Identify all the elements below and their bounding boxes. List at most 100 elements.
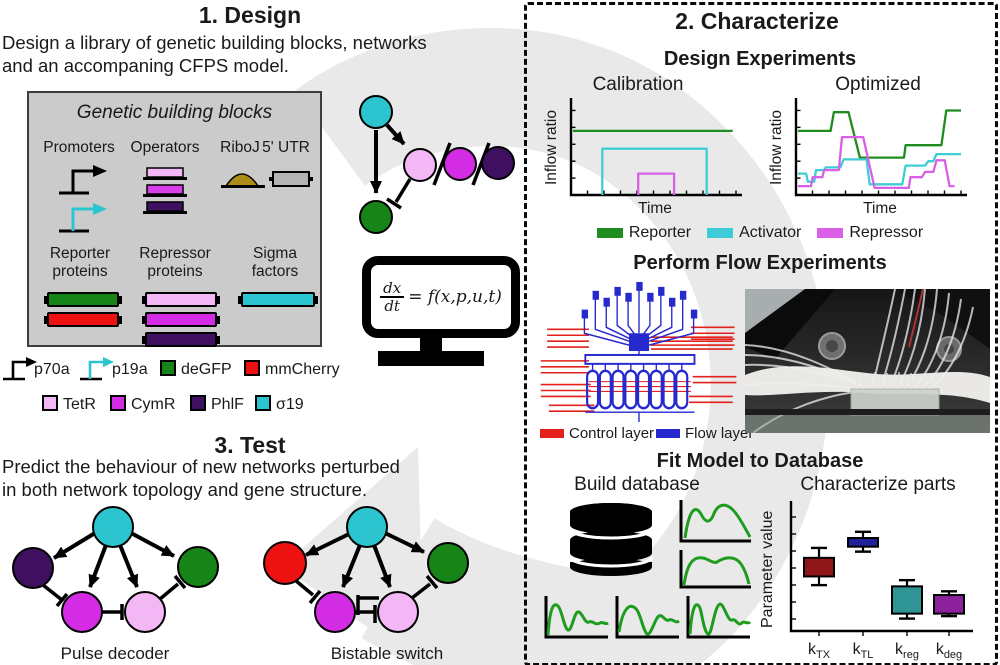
- node-tetr: [377, 591, 419, 633]
- promoters-label: Promoters: [43, 139, 115, 156]
- test-description: Predict the behaviour of new networks pe…: [2, 456, 400, 500]
- legend-label: deGFP: [181, 361, 232, 378]
- tetr-cds-icon: [142, 292, 220, 307]
- designed-network-motif: [359, 95, 515, 234]
- genetic-building-blocks-box: Genetic building blocks Promoters Operat…: [27, 91, 322, 347]
- database-curve-plot: [679, 550, 751, 589]
- sigma-factors-label: Sigma factors: [251, 245, 299, 280]
- monitor-stand: [420, 338, 442, 352]
- promoter-cyan-icon: [80, 357, 114, 381]
- flow-layer-swatch: [656, 429, 680, 438]
- legend-label: Flow layer: [685, 425, 754, 442]
- node-mmcherry: [263, 541, 307, 585]
- node-cymr: [443, 147, 477, 181]
- legend-label: Reporter: [628, 224, 692, 241]
- database-curve-plot: [686, 596, 752, 639]
- operator-icons: [143, 167, 187, 214]
- calibration-title: Calibration: [592, 74, 684, 95]
- ktx-label: kTX: [807, 641, 831, 662]
- microfluidic-chip-diagram: [540, 281, 737, 423]
- calibration-chart: [569, 98, 742, 197]
- legend-label: mmCherry: [265, 361, 340, 378]
- node-cymr: [314, 591, 356, 633]
- legend-label: p19a: [112, 361, 148, 378]
- utr-icon: [269, 171, 313, 187]
- tetr-swatch: [42, 395, 58, 411]
- operators-label: Operators: [130, 139, 200, 156]
- degfp-cds-icon: [44, 292, 122, 307]
- calibration-xlabel: Time: [638, 200, 672, 217]
- bistable-switch-caption: Bistable switch: [330, 644, 444, 663]
- database-curve-plot: [544, 596, 609, 639]
- legend-label: p70a: [34, 361, 70, 378]
- legend-label: PhlF: [211, 396, 244, 413]
- characterize-parts-title: Characterize parts: [800, 474, 956, 495]
- legend-label: TetR: [63, 396, 96, 413]
- reporter-swatch: [596, 228, 623, 238]
- optimized-chart: [794, 98, 967, 197]
- optimized-ylabel: Inflow ratio: [768, 110, 785, 186]
- sigma19-swatch: [255, 395, 271, 411]
- database-curve-plot: [615, 596, 680, 639]
- node-phlf: [481, 146, 515, 180]
- activator-swatch: [707, 228, 734, 238]
- mmcherry-cds-icon: [44, 312, 122, 327]
- experiment-legend: Reporter Activator Repressor: [540, 224, 980, 242]
- sigma19-cds-icon: [238, 292, 318, 307]
- test-heading: 3. Test: [214, 432, 286, 458]
- node-tetr: [124, 591, 166, 633]
- build-database-title: Build database: [574, 474, 700, 495]
- utr-label: 5' UTR: [262, 139, 310, 156]
- node-activator: [92, 506, 134, 548]
- design-experiments-heading: Design Experiments: [663, 48, 857, 70]
- legend-label: Repressor: [849, 224, 924, 241]
- node-reporter: [177, 546, 219, 588]
- reporter-proteins-label: Reporter proteins: [49, 245, 111, 280]
- flow-experiments-heading: Perform Flow Experiments: [633, 252, 887, 274]
- kdeg-label: kdeg: [935, 641, 963, 662]
- cymr-swatch: [110, 395, 126, 411]
- repressor-swatch: [817, 228, 844, 238]
- phlf-cds-icon: [142, 332, 220, 347]
- promoter-black-icon: [59, 165, 107, 233]
- node-cymr: [61, 591, 103, 633]
- pulse-decoder-network: [12, 506, 219, 633]
- node-phlf: [12, 547, 54, 589]
- bistable-switch-network: [263, 506, 469, 633]
- design-heading: 1. Design: [198, 2, 302, 28]
- node-activator: [346, 506, 388, 548]
- mmcherry-swatch: [244, 360, 260, 376]
- fit-model-heading: Fit Model to Database: [656, 450, 864, 472]
- node-tetr: [403, 148, 437, 182]
- legend-label: Control layer: [569, 425, 655, 442]
- node-reporter: [359, 200, 393, 234]
- legend-label: σ19: [276, 396, 304, 413]
- control-layer-swatch: [540, 429, 564, 438]
- ktl-label: kTL: [852, 641, 874, 662]
- characterize-panel: [524, 2, 998, 665]
- repressor-proteins-label: Repressor proteins: [139, 245, 211, 280]
- characterize-heading: 2. Characterize: [675, 8, 839, 34]
- calibration-ylabel: Inflow ratio: [543, 110, 560, 186]
- design-description: Design a library of genetic building blo…: [2, 32, 427, 76]
- parts-boxplot-chart: [789, 501, 973, 636]
- node-activator: [359, 95, 393, 129]
- degfp-swatch: [160, 360, 176, 376]
- riboj-label: RiboJ: [220, 139, 260, 156]
- legend-label: Activator: [739, 224, 802, 241]
- riboj-icon: [221, 173, 265, 188]
- database-icon: [568, 503, 654, 576]
- database-curve-plot: [679, 500, 752, 543]
- monitor-base: [378, 351, 484, 366]
- promoter-black-icon: [3, 357, 37, 381]
- optimized-title: Optimized: [835, 74, 921, 95]
- pulse-decoder-caption: Pulse decoder: [60, 644, 170, 663]
- node-reporter: [427, 542, 469, 584]
- flow-device-photo: [745, 289, 990, 433]
- legend-label: CymR: [131, 396, 176, 413]
- parameter-value-ylabel: Parameter value: [759, 510, 776, 628]
- library-title: Genetic building blocks: [76, 102, 273, 123]
- optimized-xlabel: Time: [863, 200, 897, 217]
